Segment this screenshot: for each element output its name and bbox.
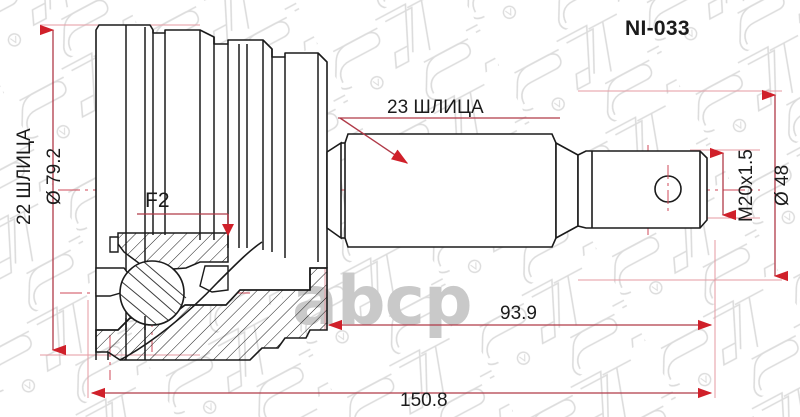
inner-splines-label: 22 ШЛИЦА — [14, 128, 35, 225]
feature-code-label: F2 — [145, 189, 170, 212]
callout-f2-leader — [137, 213, 234, 236]
ball-bearing — [119, 260, 187, 326]
shaft-length-label: 93.9 — [500, 303, 537, 324]
splined-shaft — [326, 133, 579, 248]
housing-foot — [95, 316, 146, 360]
callout-23-splines-leader — [338, 117, 560, 164]
threaded-end — [577, 150, 708, 229]
section-hatching — [95, 232, 328, 361]
inner-diameter-label: Ø 79.2 — [44, 147, 65, 205]
outer-splines-label: 23 ШЛИЦА — [387, 97, 484, 118]
part-number-label: NI-033 — [625, 17, 690, 40]
outer-diameter-label: Ø 48 — [772, 164, 793, 206]
thread-label: M20x1.5 — [736, 149, 757, 222]
total-length-label: 150.8 — [400, 390, 448, 411]
